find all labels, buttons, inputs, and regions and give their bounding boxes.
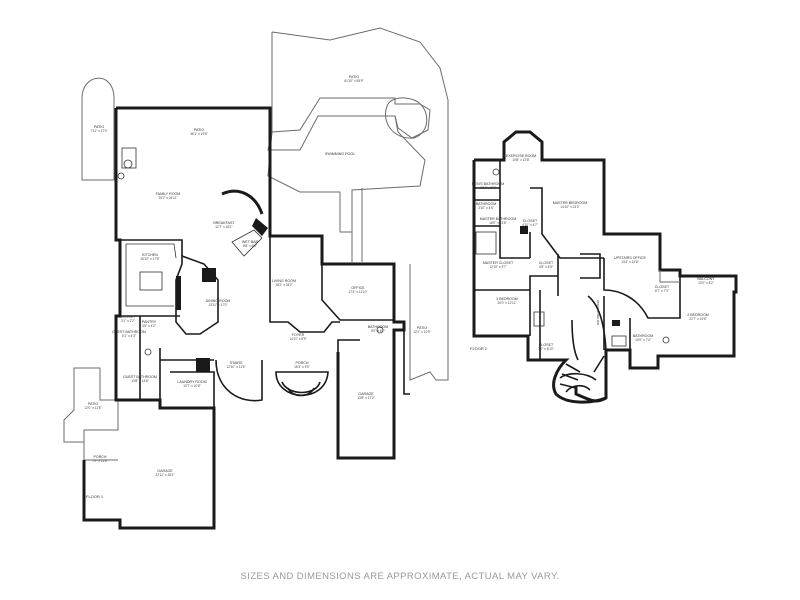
room-dim-dining-room: 13'11" x 17'0" [208,303,227,307]
room-dim-garage-right: 13'8" x 17'2" [357,396,374,400]
room-dim-master-bedroom: 14'10" x 23'3" [560,205,579,209]
floor2-labels: EXERCISE ROOM 10'8" x 12'8" MEN'S BATHRO… [470,154,715,351]
room-dim-mens-bathroom: 8'10" x 8'8" [480,186,496,190]
room-label-laundry-room: LAUNDRY ROOM [177,380,206,384]
room-label-foyer: FOYER [292,333,305,337]
room-dim-guest-bathroom: 13'8" x 14'8" [131,379,148,383]
room-dim-balcony: 12'0" x 8'2" [698,281,714,285]
room-label-closet-bedroom2: CLOSET [655,285,670,289]
room-label-office: OFFICE [351,286,365,290]
room-label-bathroom-f2: BATHROOM [633,334,654,338]
room-dim-bathroom-f2: 10'5" x 7'4" [635,338,651,342]
room-dim-patio-mid: 36'1" x 19'8" [190,132,207,136]
room-dim-closet-lower: 7'0" x 8'10" [538,347,554,351]
room-label-guest-bathroom-small: GUEST BATHROOM [112,330,146,334]
room-dim-garage-main: 22'11" x 28'2" [155,473,174,477]
room-dim-guest-bathroom-small: 5'1" x 4'3" [122,334,136,338]
room-label-bedroom3: 3 BEDROOM [496,297,518,301]
room-dim-closet-small: 3'1" x 2'2" [121,319,135,323]
room-label-closet-small: CLOSET [121,315,136,319]
room-dim-bedroom3: 20'0" x 12'11" [497,301,516,305]
room-dim-closet-bedroom2: 8'7" x 7'0" [655,289,669,293]
room-label-family-room: FAMILY ROOM [156,192,181,196]
room-label-bathroom-f1: BATHROOM [368,325,389,329]
floor1-labels: PATIO 61'10" x 59'9" PATIO 7'11" x 17'0"… [84,75,430,499]
room-dim-upstairs-office: 13'4" x 14'6" [621,260,638,264]
room-label-porch-left: PORCH [94,455,107,459]
room-label-closet-lower: CLOSET [539,343,554,347]
room-dim-family-room: 25'2" x 24'11" [158,196,177,200]
disclaimer-text: SIZES AND DIMENSIONS ARE APPROXIMATE, AC… [240,571,560,582]
room-dim-closet-upper: 4'8" x 5'5" [539,265,553,269]
room-label-garage-right: GARAGE [358,392,374,396]
room-dim-bedroom2: 22'7" x 19'5" [689,317,706,321]
room-dim-patio-left: 7'11" x 17'0" [90,129,107,133]
room-label-living-room: LIVING ROOM [272,279,296,283]
room-label-patio-right: PATIO [417,326,427,330]
room-dim-foyer: 14'11" x 8'9" [289,337,306,341]
floor1-outdoor-outline [63,27,449,461]
room-dim-bathroom-closet: 3'10" x 4'6" [478,206,494,210]
room-label-guest-bathroom: GUEST BATHROOM [123,375,157,379]
room-dim-patio-lower-left: 12'0" x 11'8" [84,406,101,410]
room-label-pantry: PANTRY [142,320,157,324]
room-label-closet-upper: CLOSET [539,261,554,265]
room-label-dining-room: DINING ROOM [206,299,231,303]
room-label-master-closet: MASTER CLOSET [483,261,514,265]
room-label-stairs: STAIRS [230,361,243,365]
room-label-mens-bathroom: MEN'S BATHROOM [472,182,505,186]
room-dim-kitchen: 26'10" x 17'8" [140,257,159,261]
room-label-patio-lower-left: PATIO [88,402,98,406]
room-label-master-bathroom: MASTER BATHROOM [480,217,516,221]
floor1-walls [82,106,410,530]
room-dim-porch-left: 7'0" x 12'8" [92,459,108,463]
room-dim-stairs: 12'10" x 11'5" [226,365,245,369]
room-dim-laundry-room: 10'7" x 10'8" [183,384,200,388]
room-label-upstairs-office: UPSTAIRS OFFICE [614,256,646,260]
room-label-exercise-room: EXERCISE ROOM [506,154,536,158]
room-dim-master-bathroom: 16'0" x 13'6" [489,221,506,225]
room-dim-office: 17'4" x 11'10" [348,290,367,294]
open-to-below-label: OPEN TO BELOW [596,300,600,325]
floor2-walls [472,130,738,404]
floor2-label: FLOOR 2 [470,346,488,351]
room-dim-patio-top: 61'10" x 59'9" [344,79,363,83]
room-dim-wet-bar: 8'8" x 6'6" [243,244,257,248]
room-dim-patio-right: 12'1" x 10'9" [413,330,430,334]
room-label-breakfast: BREAKFAST [213,221,235,225]
room-label-bedroom2: 2 BEDROOM [687,313,709,317]
room-label-patio-left: PATIO [94,125,104,129]
room-dim-living-room: 18'2" x 28'2" [275,283,292,287]
room-label-kitchen: KITCHEN [142,253,158,257]
room-dim-breakfast: 12'7" x 18'1" [215,225,232,229]
room-label-master-bedroom: MASTER BEDROOM [553,201,588,205]
room-dim-bathroom-f1: 9'0" x 6'7" [371,329,385,333]
room-label-porch-front: PORCH [296,361,309,365]
room-label-wet-bar: WET BAR [242,240,259,244]
room-dim-pantry: 4'5" x 4'2" [142,324,156,328]
room-label-garage-main: GARAGE [157,469,173,473]
room-dim-exercise-room: 10'8" x 12'8" [512,158,529,162]
room-label-patio-top: PATIO [349,75,359,79]
room-label-patio-mid: PATIO [194,128,204,132]
room-dim-hall-closet: 4'10" x 4'7" [522,223,538,227]
room-dim-porch-front: 15'3" x 9'0" [294,365,310,369]
room-label-swimming-pool: SWIMMING POOL [325,152,355,156]
floor1-label: FLOOR 1 [86,494,104,499]
room-label-bathroom-closet: BATHROOM [476,202,497,206]
room-label-hall-closet: CLOSET [523,219,538,223]
room-label-balcony: BALCONY [697,277,715,281]
room-dim-master-closet: 12'10" x 9'7" [489,265,506,269]
